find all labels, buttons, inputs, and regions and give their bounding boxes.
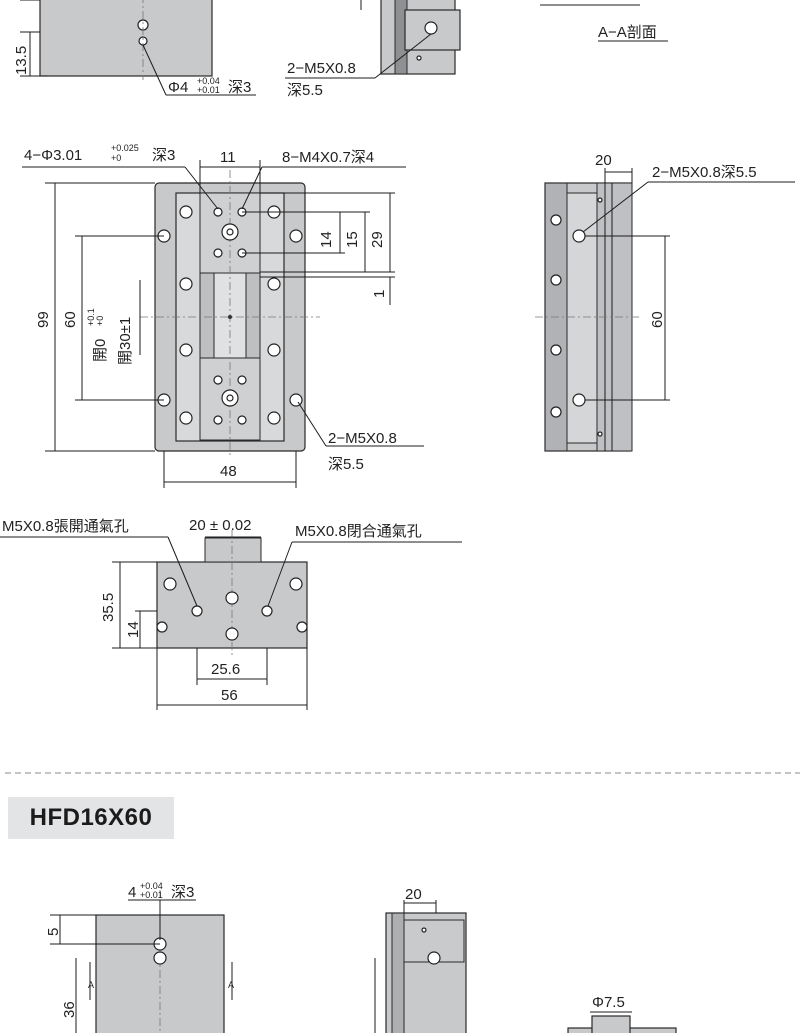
dim-15: 15: [344, 231, 361, 248]
next-model-views: 5 36 A A 4 +0.04 +0.01 深3 20 Φ7.5: [45, 881, 677, 1033]
side-tap-label-plan: 2−M5X0.8深5.5: [652, 164, 757, 181]
plan-view: 99 60 開0 +0.1 +0 開30±1 48 11 4−Φ3.01 +0.…: [22, 143, 424, 488]
dim-14: 14: [318, 231, 335, 248]
dim-1: 1: [371, 290, 388, 298]
dim-29: 29: [369, 231, 386, 248]
side-dim-60: 60: [649, 311, 666, 328]
open-tol-low: +0: [95, 316, 105, 326]
side-dim-20: 20: [595, 152, 612, 169]
side-tap-label: 2−M5X0.8: [287, 60, 356, 77]
side-view: 20 2−M5X0.8深5.5 60: [535, 152, 795, 452]
open-port-label: M5X0.8張開通氣孔: [2, 518, 129, 535]
dim-35-5: 35.5: [100, 593, 117, 622]
end-view: M5X0.8張開通氣孔 M5X0.8閉合通氣孔 20 ± 0.02 35.5 1…: [0, 517, 462, 710]
next-hole-tol-up: +0.04: [140, 881, 163, 891]
dim-56: 56: [221, 687, 238, 704]
end-dim-14: 14: [125, 621, 142, 638]
hole-phi4-depth: 深3: [228, 79, 251, 96]
model-name-badge: HFD16X60: [8, 797, 174, 839]
top-front-view: 13.5 Φ4 +0.04 +0.01 深3: [13, 0, 256, 96]
next-dim-20: 20: [405, 886, 422, 903]
stroke-tol: 20 ± 0.02: [189, 517, 251, 534]
open-30: 開30±1: [117, 317, 134, 365]
next-dim-5: 5: [45, 928, 62, 936]
tap-label: 8−M4X0.7深4: [282, 149, 374, 166]
hole-phi4-tol-up: +0.04: [197, 76, 220, 86]
open-label: 開0: [92, 339, 109, 362]
dim-48: 48: [220, 463, 237, 480]
dim-60: 60: [62, 311, 79, 328]
dim-99: 99: [35, 311, 52, 328]
bottom-tap-label: 2−M5X0.8: [328, 430, 397, 447]
next-hole-label: 4: [128, 884, 136, 901]
dim-11: 11: [220, 149, 236, 166]
pin-hole-tol-low: +0: [111, 153, 121, 163]
top-side-view: 2−M5X0.8 深5.5: [285, 0, 461, 99]
hole-phi4-tol-low: +0.01: [197, 85, 220, 95]
next-hole-depth: 深3: [171, 884, 194, 901]
close-port-label: M5X0.8閉合通氣孔: [295, 523, 422, 540]
section-a-a: A−A剖面: [540, 4, 668, 42]
dim-25-6: 25.6: [211, 661, 240, 678]
next-hole-tol-low: +0.01: [140, 890, 163, 900]
next-section-a-right: A: [228, 980, 234, 990]
side-tap-depth: 深5.5: [287, 82, 323, 99]
hole-phi4-label: Φ4: [168, 79, 188, 96]
pin-hole-tol-up: +0.025: [111, 143, 139, 153]
dim-13-5: 13.5: [13, 46, 30, 75]
next-section-a-left: A: [88, 980, 94, 990]
bottom-tap-depth: 深5.5: [328, 456, 364, 473]
open-tol-up: +0.1: [86, 308, 96, 326]
next-dim-phi7-5: Φ7.5: [592, 994, 625, 1011]
next-dim-36: 36: [61, 1001, 78, 1018]
section-a-a-label: A−A剖面: [598, 24, 657, 41]
pin-hole-label: 4−Φ3.01: [24, 147, 82, 164]
pin-hole-depth: 深3: [152, 147, 175, 164]
